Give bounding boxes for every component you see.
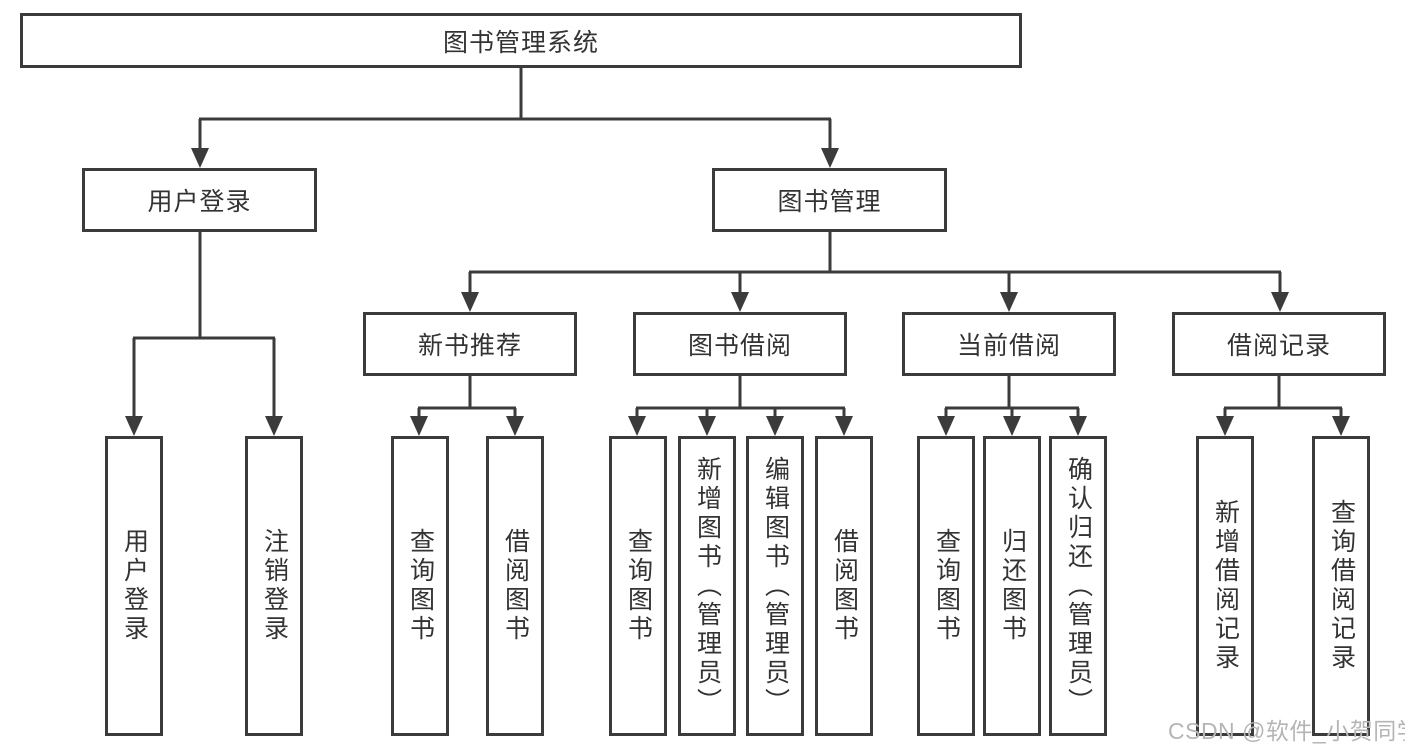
leaf-query-books-current: 查询图书 [917, 436, 975, 736]
connector-book-mgmt-to-level3 [461, 232, 1289, 312]
leaf-query-books-recommend: 查询图书 [391, 436, 449, 736]
leaf-borrow-books-recommend: 借阅图书 [486, 436, 544, 736]
node-borrowing-records-label: 借阅记录 [1226, 332, 1331, 360]
leaf-borrow-books-borrowing: 借阅图书 [815, 436, 873, 736]
leaf-query-books-label: 查询图书 [406, 528, 435, 644]
node-current-borrowing: 当前借阅 [902, 312, 1116, 376]
leaf-logout: 注销登录 [245, 436, 303, 736]
leaf-add-borrow-record-label: 新增借阅记录 [1211, 499, 1240, 673]
connector-root-to-level2 [191, 68, 839, 168]
node-new-book-recommend-label: 新书推荐 [417, 332, 522, 360]
connector-user-login-to-leaves [125, 232, 283, 436]
node-book-management-label: 图书管理 [777, 188, 882, 216]
connector-borrowing-to-leaves [628, 376, 853, 436]
node-current-borrowing-label: 当前借阅 [956, 332, 1061, 360]
leaf-return-books: 归还图书 [983, 436, 1041, 736]
leaf-query-books-label: 查询图书 [624, 528, 653, 644]
leaf-add-book-admin: 新增图书（管理员） [678, 436, 736, 736]
leaf-add-borrow-record: 新增借阅记录 [1196, 436, 1254, 736]
leaf-borrow-books-label: 借阅图书 [501, 528, 530, 644]
node-borrowing-records: 借阅记录 [1172, 312, 1386, 376]
node-book-borrowing-label: 图书借阅 [687, 332, 792, 360]
leaf-logout-label: 注销登录 [260, 528, 289, 644]
node-user-login-label: 用户登录 [147, 188, 252, 216]
connector-records-to-leaves [1216, 376, 1350, 436]
leaf-query-books-borrowing: 查询图书 [609, 436, 667, 736]
node-root-system: 图书管理系统 [20, 13, 1022, 68]
leaf-edit-book-admin-label: 编辑图书（管理员） [761, 455, 790, 717]
leaf-return-books-label: 归还图书 [998, 528, 1027, 644]
leaf-edit-book-admin: 编辑图书（管理员） [746, 436, 804, 736]
node-root-label: 图书管理系统 [442, 28, 599, 57]
leaf-query-books-label: 查询图书 [932, 528, 961, 644]
node-user-login: 用户登录 [82, 168, 317, 232]
node-new-book-recommend: 新书推荐 [363, 312, 577, 376]
leaf-user-login-label: 用户登录 [120, 528, 149, 644]
leaf-confirm-return-admin-label: 确认归还（管理员） [1064, 455, 1093, 717]
node-book-borrowing: 图书借阅 [633, 312, 847, 376]
leaf-confirm-return-admin: 确认归还（管理员） [1049, 436, 1107, 736]
leaf-query-borrow-record-label: 查询借阅记录 [1327, 499, 1356, 673]
node-book-management: 图书管理 [712, 168, 947, 232]
csdn-watermark: CSDN @软件_小贺同学 [1168, 718, 1405, 744]
leaf-query-borrow-record: 查询借阅记录 [1312, 436, 1370, 736]
leaf-user-login: 用户登录 [105, 436, 163, 736]
connector-current-to-leaves [937, 376, 1087, 436]
leaf-borrow-books-label: 借阅图书 [830, 528, 859, 644]
connector-new-book-to-leaves [410, 376, 524, 436]
leaf-add-book-admin-label: 新增图书（管理员） [693, 455, 722, 717]
